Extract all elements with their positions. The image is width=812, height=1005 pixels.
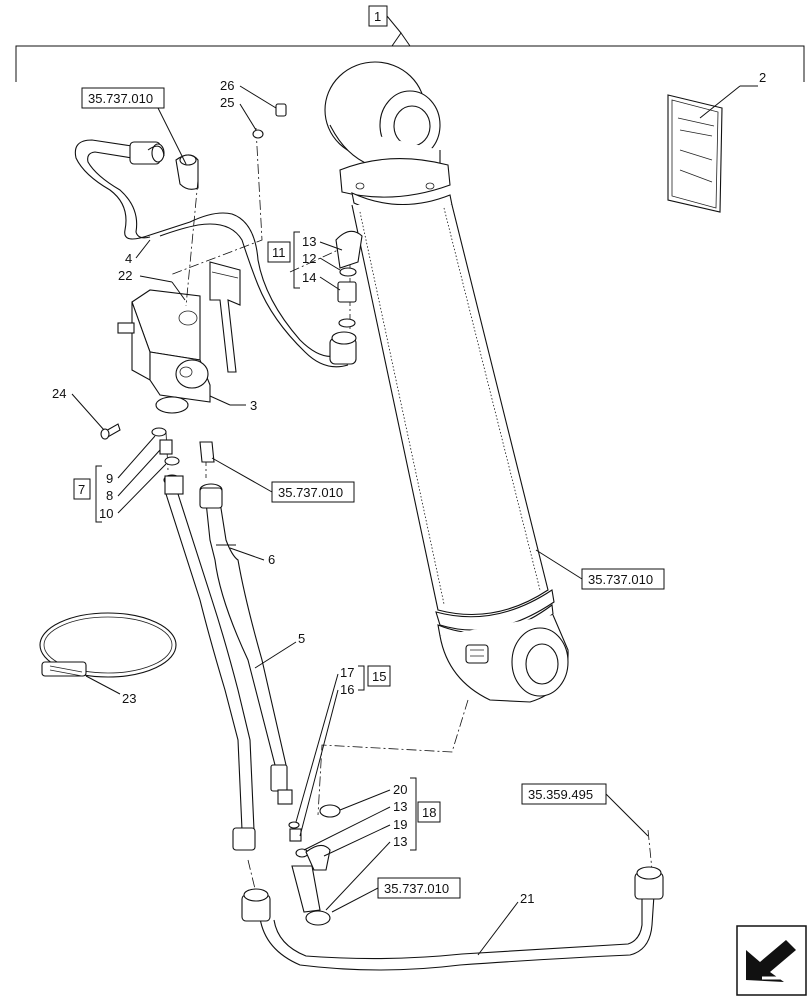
label-3: 3 [250,398,257,413]
hose-clamp-23 [39,612,177,678]
callouts: 3 4 22 24 26 25 35.737.010 11 13 12 14 7 [52,78,665,956]
label-5: 5 [298,631,305,646]
label-16: 16 [340,682,354,697]
label-9: 9 [106,471,113,486]
label-19: 19 [393,817,407,832]
ref-top: 35.737.010 [88,91,153,106]
distribution-block [117,261,241,414]
label-25: 25 [220,95,234,110]
label-10: 10 [99,506,113,521]
label-13-mid: 13 [393,799,407,814]
label-13-low: 13 [393,834,407,849]
hoses-5-6 [165,483,293,851]
ref-right: 35.359.495 [528,787,593,802]
ref-bottom: 35.737.010 [384,881,449,896]
label-24: 24 [52,386,66,401]
fittings-kit-11 [335,230,363,328]
label-21: 21 [520,891,534,906]
bolt-24 [100,423,121,440]
operator-manual: 2 [667,70,766,213]
label-15: 15 [372,669,386,684]
label-1: 1 [374,9,381,24]
label-6: 6 [268,552,275,567]
label-4: 4 [125,251,132,266]
label-14: 14 [302,270,316,285]
hydraulic-cylinder [324,61,569,703]
label-8: 8 [106,488,113,503]
label-11: 11 [272,245,286,260]
fittings-15-18 [288,804,341,926]
label-20: 20 [393,782,407,797]
label-7: 7 [78,482,85,497]
assembly-bracket: 1 [15,5,805,82]
fasteners-25-26 [252,103,287,139]
label-17: 17 [340,665,354,680]
label-18: 18 [422,805,436,820]
ref-mid: 35.737.010 [278,485,343,500]
back-arrow-icon[interactable] [736,925,807,996]
label-12: 12 [302,251,316,266]
rigid-tube-21 [241,866,664,971]
ref-cylinder: 35.737.010 [588,572,653,587]
label-22: 22 [118,268,132,283]
rigid-tube-4 [74,139,357,368]
label-2: 2 [759,70,766,85]
fittings-7 [151,427,215,495]
label-26: 26 [220,78,234,93]
label-23: 23 [122,691,136,706]
label-13-top: 13 [302,234,316,249]
